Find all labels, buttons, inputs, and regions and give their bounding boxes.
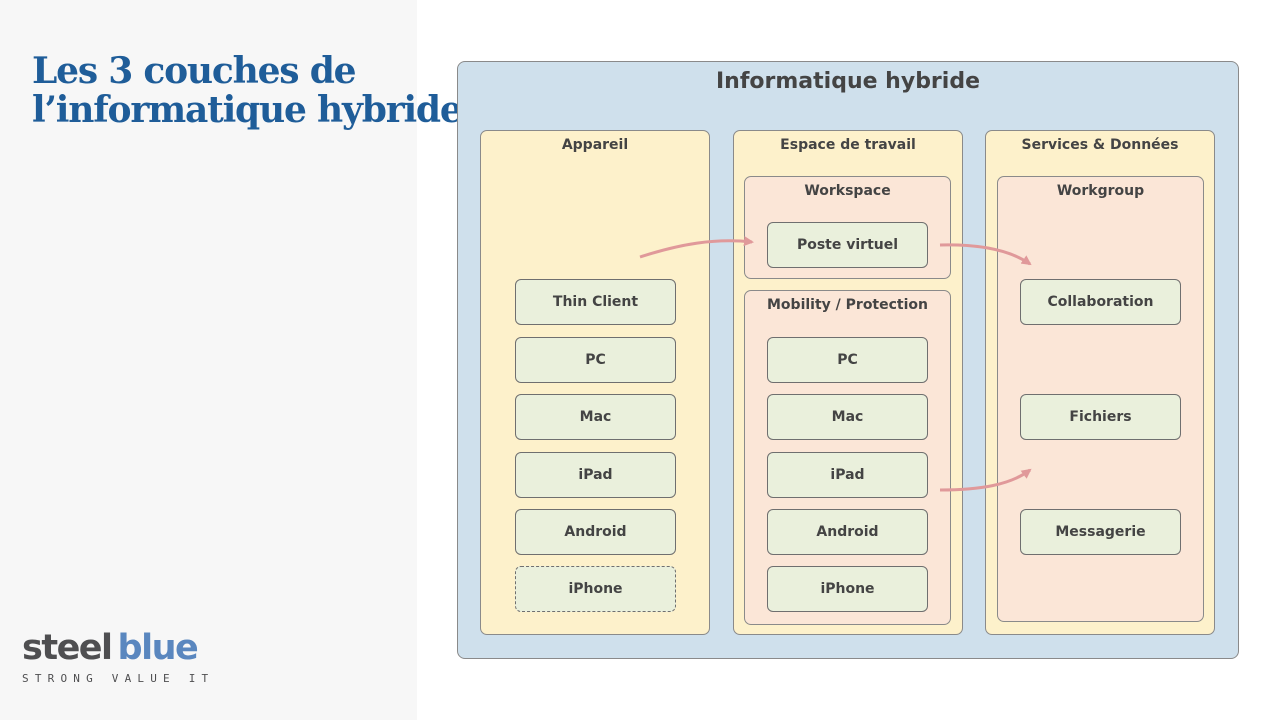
node-thin-client: Thin Client [515, 279, 676, 325]
logo-tagline: STRONG VALUE IT [22, 672, 215, 685]
node-mobility-pc: PC [767, 337, 928, 383]
slide-title-line-2: l’informatique hybride [32, 89, 463, 131]
column-title-services-donnees: Services & Données [1021, 137, 1179, 153]
column-title-espace-de-travail: Espace de travail [780, 137, 916, 153]
group-title-mobility-protection: Mobility / Protection [767, 297, 928, 313]
node-mobility-android: Android [767, 509, 928, 555]
node-appareil-ipad: iPad [515, 452, 676, 498]
group-title-workspace: Workspace [804, 183, 891, 199]
node-appareil-mac: Mac [515, 394, 676, 440]
logo-word-blue: blue [117, 628, 199, 668]
slide-title: Les 3 couches de l’informatique hybride [32, 50, 463, 131]
node-mobility-ipad: iPad [767, 452, 928, 498]
node-collaboration: Collaboration [1020, 279, 1181, 325]
node-mobility-iphone: iPhone [767, 566, 928, 612]
node-messagerie: Messagerie [1020, 509, 1181, 555]
node-appareil-pc: PC [515, 337, 676, 383]
column-title-appareil: Appareil [561, 137, 629, 153]
node-appareil-iphone: iPhone [515, 566, 676, 612]
group-title-workgroup: Workgroup [1056, 183, 1145, 199]
diagram-title: Informatique hybride [715, 69, 980, 94]
slide-title-line-1: Les 3 couches de [32, 50, 357, 92]
node-fichiers: Fichiers [1020, 394, 1181, 440]
left-panel [0, 0, 417, 720]
node-poste-virtuel: Poste virtuel [767, 222, 928, 268]
node-appareil-android: Android [515, 509, 676, 555]
node-mobility-mac: Mac [767, 394, 928, 440]
logo-word-steel: steel [22, 628, 113, 668]
